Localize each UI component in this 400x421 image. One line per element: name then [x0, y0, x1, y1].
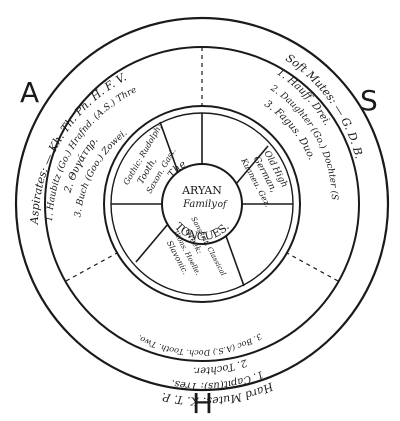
letter-h: H: [192, 387, 213, 420]
center-tongues: TONGUES.: [172, 220, 232, 243]
letter-a: A: [20, 76, 39, 109]
hub-gothic-group: Gothic: Rudolph; Tooth, Saxon. Gast.: [122, 122, 178, 195]
center-of: of: [218, 200, 228, 210]
center-aryan: ARYAN: [181, 184, 222, 197]
letter-s: S: [360, 84, 378, 117]
hub-spoke-upper-right: [235, 145, 269, 185]
outer-ring: [14, 16, 390, 392]
hub-spoke-upper-left: [159, 121, 179, 173]
hub-spoke-lower-left: [135, 223, 169, 263]
divider-lower-right: [286, 252, 339, 282]
center-family: Family: [182, 199, 217, 210]
hub-spoke-lower-right: [225, 235, 245, 287]
divider-lower-left: [65, 252, 118, 282]
